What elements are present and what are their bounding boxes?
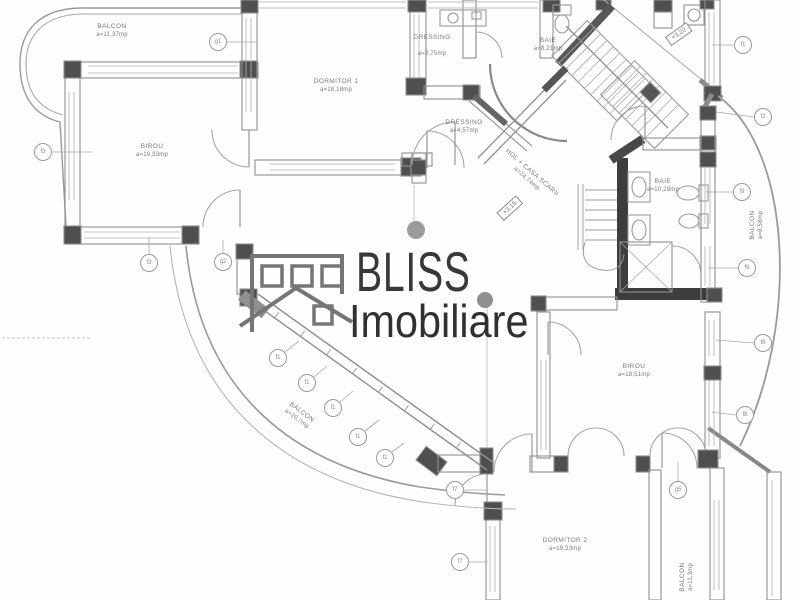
main-staircase [468, 3, 690, 165]
room-birou-left-walls [63, 60, 259, 245]
service-stair [577, 184, 625, 271]
baie1-fixtures [439, 4, 572, 34]
label-baie-2: BAIE a=10,28mp [647, 178, 679, 193]
grid-marker-f1: f1 [269, 349, 287, 367]
grid-marker-f6: f6 [738, 259, 756, 277]
dormitor2-walls [454, 432, 782, 600]
label-baie-1: BAIE a=8,21mp [533, 37, 563, 52]
grid-marker-f1: f1 [324, 399, 342, 417]
grid-marker-g2: g2 [214, 253, 232, 271]
grid-marker-f8: f8 [736, 406, 754, 424]
grid-marker-g1: g1 [209, 33, 227, 51]
grid-marker-f3: f3 [34, 143, 52, 161]
label-dormitor-2: DORMITOR 2 a=19,33mp [542, 537, 588, 552]
label-balcon-right: BALCON a=8,58mp [749, 210, 764, 240]
grid-marker-f1: f1 [298, 374, 316, 392]
grid-marker-f9: f9 [733, 183, 751, 201]
bottom-wall-doors [415, 427, 719, 477]
balcony-rail-top-left [19, 7, 243, 227]
marker-leaders [52, 41, 755, 563]
label-birou-right: BIROU a=18,51mp [618, 363, 650, 378]
label-dressing-2: DRESSING a=4,57mp [445, 119, 483, 134]
label-dressing-1: DRESSING a=2,75mp [413, 34, 451, 57]
watermark-subtitle-text: Imobiliare [349, 295, 529, 347]
label-balcon-bottom-right: BALCON a=11,3mp [679, 562, 694, 592]
top-center-walls [401, 0, 612, 238]
grid-marker-f1: f1 [349, 428, 367, 446]
grid-marker-f2: f2 [754, 108, 772, 126]
right-wall [699, 0, 781, 474]
label-dormitor-1: DORMITOR 1 a=18,18mp [313, 78, 359, 93]
watermark-dots [407, 221, 493, 308]
baie2 [608, 135, 717, 300]
grid-marker-f7: f7 [451, 553, 469, 571]
grid-marker-f3: f3 [140, 254, 158, 272]
grid-marker-g5: g5 [669, 481, 687, 499]
hall-doors [411, 105, 646, 452]
grid-marker-f1: f1 [734, 36, 752, 54]
label-birou-left: BIROU a=19,33mp [136, 143, 168, 158]
grid-marker-f8: f8 [754, 334, 772, 352]
grid-marker-f7: f7 [446, 481, 464, 499]
top-right-walls [603, 0, 724, 100]
grid-marker-f1: f1 [376, 449, 394, 467]
logo-house-icon [238, 254, 354, 332]
label-balcon-top-left: BALCON a=11,37mp [96, 23, 128, 38]
watermark-brand-text: BLISS [356, 240, 471, 303]
